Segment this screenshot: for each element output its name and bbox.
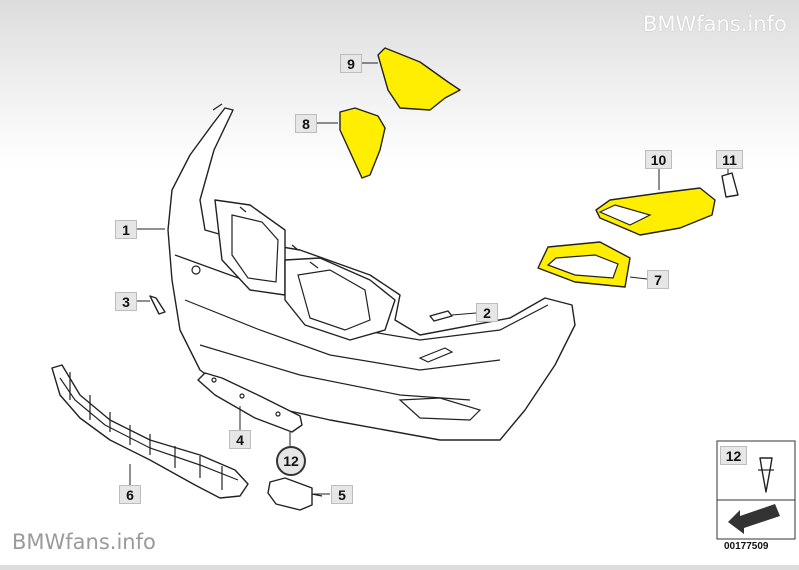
- part-10-air-duct[interactable]: [595, 187, 716, 236]
- callout-9: 9: [340, 54, 362, 73]
- callout-6: 6: [119, 485, 141, 504]
- part-5-tow-hook-cover[interactable]: [267, 477, 323, 511]
- part-9-air-duct[interactable]: [377, 47, 461, 111]
- part-7-air-duct-frame[interactable]: [537, 241, 631, 288]
- callout-10: 10: [645, 150, 672, 169]
- callout-1: 1: [115, 220, 137, 239]
- callout-11: 11: [716, 150, 743, 169]
- callout-12-circle: 12: [276, 446, 306, 476]
- callout-3: 3: [115, 292, 137, 311]
- watermark-top: BMWfans.info: [643, 12, 787, 36]
- callout-4: 4: [229, 430, 251, 449]
- callout-5: 5: [331, 485, 353, 504]
- callout-8: 8: [295, 114, 317, 133]
- catalog-number: 00177509: [724, 541, 769, 552]
- part-2-cover-cap[interactable]: [429, 310, 453, 322]
- part-4-lower-bracket[interactable]: [197, 372, 303, 433]
- part-3-trim-piece[interactable]: [149, 295, 166, 315]
- callout-12-inset: 12: [720, 446, 747, 465]
- part-8-air-guide[interactable]: [339, 107, 386, 179]
- part-1-front-bumper[interactable]: [167, 103, 576, 441]
- part-6-lower-grille[interactable]: [51, 364, 249, 499]
- watermark-bottom: BMWfans.info: [12, 530, 156, 554]
- leader-lines: [129, 62, 729, 495]
- part-11-clip[interactable]: [721, 172, 739, 198]
- callout-7: 7: [647, 270, 669, 289]
- callout-2: 2: [476, 303, 498, 322]
